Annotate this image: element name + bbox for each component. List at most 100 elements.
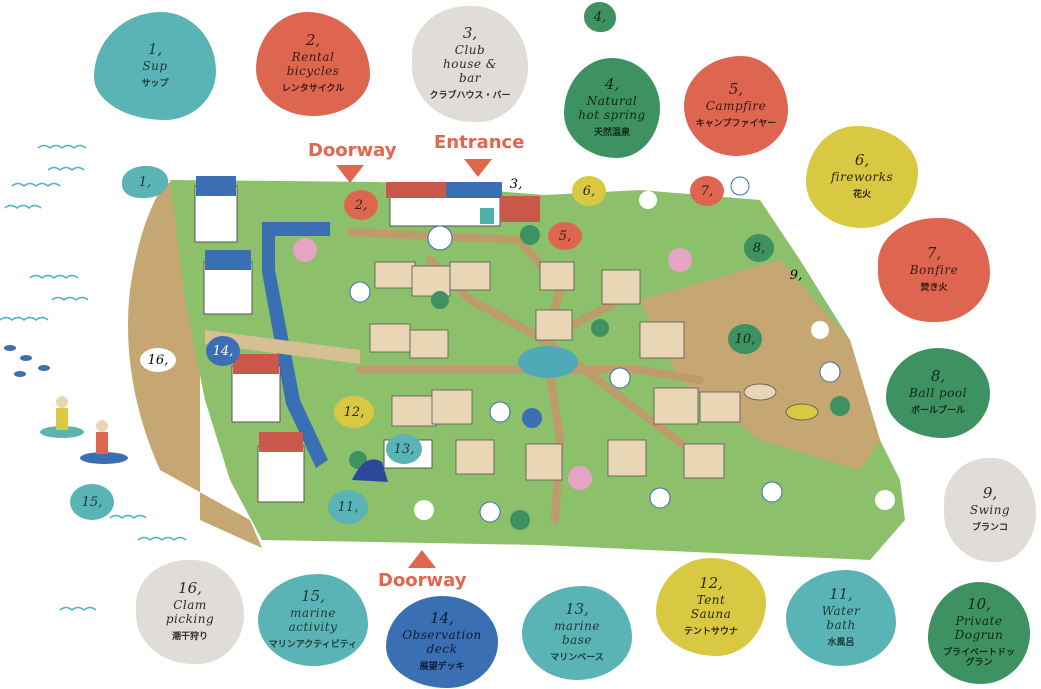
legend-water-bath-jp: 水風呂 bbox=[827, 637, 855, 648]
legend-campfire-num: 5, bbox=[728, 80, 744, 99]
legend-fireworks[interactable]: 6, fireworks 花火 bbox=[806, 126, 918, 228]
doorway-bottom-arrow bbox=[408, 550, 436, 568]
legend-marine-activity-num: 15, bbox=[301, 587, 325, 606]
legend-swing[interactable]: 9, Swing ブランコ bbox=[944, 458, 1036, 562]
legend-bonfire-name: Bonfire bbox=[909, 263, 959, 278]
legend-private-dog-run[interactable]: 10, Private Dogrun プライベートドッグラン bbox=[928, 582, 1030, 684]
legend-bonfire[interactable]: 7, Bonfire 焚き火 bbox=[878, 218, 990, 322]
legend-sup-name: Sup bbox=[142, 59, 168, 74]
legend-water-bath[interactable]: 11, Water bath 水風呂 bbox=[786, 570, 896, 666]
sea-waves bbox=[0, 144, 187, 611]
legend-bonfire-num: 7, bbox=[926, 244, 942, 263]
doorway-bottom-label: Doorway bbox=[378, 570, 467, 591]
legend-natural-hot-spring-num: 4, bbox=[604, 75, 620, 94]
legend-private-dog-run-name: Private Dogrun bbox=[954, 613, 1004, 642]
legend-water-bath-num: 11, bbox=[829, 585, 853, 604]
legend-ball-pool[interactable]: 8, Ball pool ボールプール bbox=[886, 348, 990, 438]
buildings bbox=[194, 176, 540, 503]
marker-8[interactable]: 8, bbox=[744, 234, 774, 262]
legend-private-dog-run-num: 10, bbox=[967, 594, 991, 613]
marker-9[interactable]: 9, bbox=[789, 267, 803, 283]
legend-observation-deck-jp: 展望デッキ bbox=[419, 661, 465, 672]
legend-private-dog-run-jp: プライベートドッグラン bbox=[943, 647, 1016, 669]
legend-tent-sauna[interactable]: 12, Tent Sauna テントサウナ bbox=[656, 558, 766, 656]
legend-clam-picking-jp: 潮干狩り bbox=[171, 631, 208, 642]
legend-fireworks-jp: 花火 bbox=[852, 190, 871, 200]
legend-campfire[interactable]: 5, Campfire キャンプファイヤー bbox=[684, 56, 788, 156]
legend-clam-picking[interactable]: 16, Clam picking 潮干狩り bbox=[136, 560, 244, 664]
deck bbox=[205, 330, 360, 364]
legend-tent-sauna-jp: テントサウナ bbox=[683, 626, 738, 637]
legend-clam-picking-num: 16, bbox=[178, 579, 202, 598]
marker-16[interactable]: 16, bbox=[140, 348, 176, 372]
legend-fireworks-name: fireworks bbox=[830, 170, 894, 185]
marker-1[interactable]: 1, bbox=[122, 166, 168, 198]
entrance-arrow bbox=[464, 159, 492, 177]
legend-clam-picking-name: Clam picking bbox=[165, 598, 215, 627]
marker-14[interactable]: 14, bbox=[206, 336, 240, 366]
legend-marine-activity-name: marine activity bbox=[288, 606, 338, 635]
legend-swing-num: 9, bbox=[982, 484, 998, 503]
trees bbox=[293, 176, 895, 530]
sauna-tent bbox=[352, 459, 388, 482]
doorway-top-arrow bbox=[336, 165, 364, 183]
entrance-label: Entrance bbox=[434, 132, 525, 153]
legend-natural-hot-spring[interactable]: 4, Natural hot spring 天然温泉 bbox=[564, 58, 660, 158]
legend-campfire-name: Campfire bbox=[705, 99, 767, 114]
marker-2[interactable]: 2, bbox=[344, 190, 378, 220]
marker-4[interactable]: 4, bbox=[584, 2, 616, 32]
legend-marine-activity-jp: マリンアクティビティ bbox=[268, 639, 358, 650]
legend-observation-deck-num: 14, bbox=[430, 609, 454, 628]
legend-natural-hot-spring-jp: 天然温泉 bbox=[593, 127, 630, 138]
pond bbox=[518, 346, 578, 378]
legend-marine-base-num: 13, bbox=[565, 600, 589, 619]
legend-tent-sauna-num: 12, bbox=[699, 574, 723, 593]
marker-3[interactable]: 3, bbox=[509, 176, 523, 192]
legend-sup-num: 1, bbox=[147, 40, 163, 59]
marker-11[interactable]: 11, bbox=[328, 490, 368, 524]
marker-12[interactable]: 12, bbox=[334, 396, 374, 428]
legend-marine-activity[interactable]: 15, marine activity マリンアクティビティ bbox=[258, 574, 368, 666]
legend-rental-bicycles-num: 2, bbox=[305, 31, 321, 50]
legend-campfire-jp: キャンプファイヤー bbox=[695, 119, 777, 129]
legend-rental-bicycles[interactable]: 2, Rental bicycles レンタサイクル bbox=[256, 12, 370, 116]
legend-observation-deck[interactable]: 14, Observation deck 展望デッキ bbox=[386, 596, 498, 688]
legend-bonfire-jp: 焚き火 bbox=[920, 283, 948, 293]
legend-water-bath-name: Water bath bbox=[821, 604, 861, 633]
marker-7[interactable]: 7, bbox=[690, 176, 724, 206]
dog-run-area bbox=[640, 260, 880, 470]
legend-ball-pool-name: Ball pool bbox=[909, 386, 967, 401]
legend-club-house-name: Club house & bar bbox=[443, 43, 497, 85]
legend-rental-bicycles-name: Rental bicycles bbox=[286, 50, 340, 79]
legend-marine-base-jp: マリンベース bbox=[550, 652, 604, 663]
legend-tent-sauna-name: Tent Sauna bbox=[690, 593, 732, 622]
beach bbox=[128, 180, 262, 548]
legend-swing-name: Swing bbox=[969, 503, 1011, 518]
marker-5[interactable]: 5, bbox=[548, 222, 582, 250]
marker-13[interactable]: 13, bbox=[386, 434, 422, 464]
legend-rental-bicycles-jp: レンタサイクル bbox=[281, 83, 345, 94]
legend-fireworks-num: 6, bbox=[854, 151, 870, 170]
legend-swing-jp: ブランコ bbox=[971, 523, 1008, 533]
legend-marine-base[interactable]: 13, marine base マリンベース bbox=[522, 586, 632, 680]
legend-ball-pool-jp: ボールプール bbox=[910, 406, 965, 416]
legend-sup-jp: サップ bbox=[141, 79, 169, 89]
paddle-boarders bbox=[40, 396, 128, 464]
legend-natural-hot-spring-name: Natural hot spring bbox=[578, 94, 646, 123]
legend-ball-pool-num: 8, bbox=[930, 367, 946, 386]
doorway-top-label: Doorway bbox=[308, 140, 397, 161]
dog-icons bbox=[743, 383, 819, 421]
legend-marine-base-name: marine base bbox=[554, 619, 600, 648]
legend-club-house-num: 3, bbox=[462, 24, 478, 43]
legend-observation-deck-name: Observation deck bbox=[402, 628, 482, 657]
legend-sup[interactable]: 1, Sup サップ bbox=[94, 12, 216, 120]
cabins bbox=[369, 261, 741, 481]
fish-icons bbox=[4, 345, 50, 377]
marker-10[interactable]: 10, bbox=[728, 324, 762, 354]
marker-15[interactable]: 15, bbox=[70, 484, 114, 520]
marker-6[interactable]: 6, bbox=[572, 176, 606, 206]
legend-club-house[interactable]: 3, Club house & bar クラブハウス・バー bbox=[412, 6, 528, 122]
legend-club-house-jp: クラブハウス・バー bbox=[429, 90, 511, 101]
